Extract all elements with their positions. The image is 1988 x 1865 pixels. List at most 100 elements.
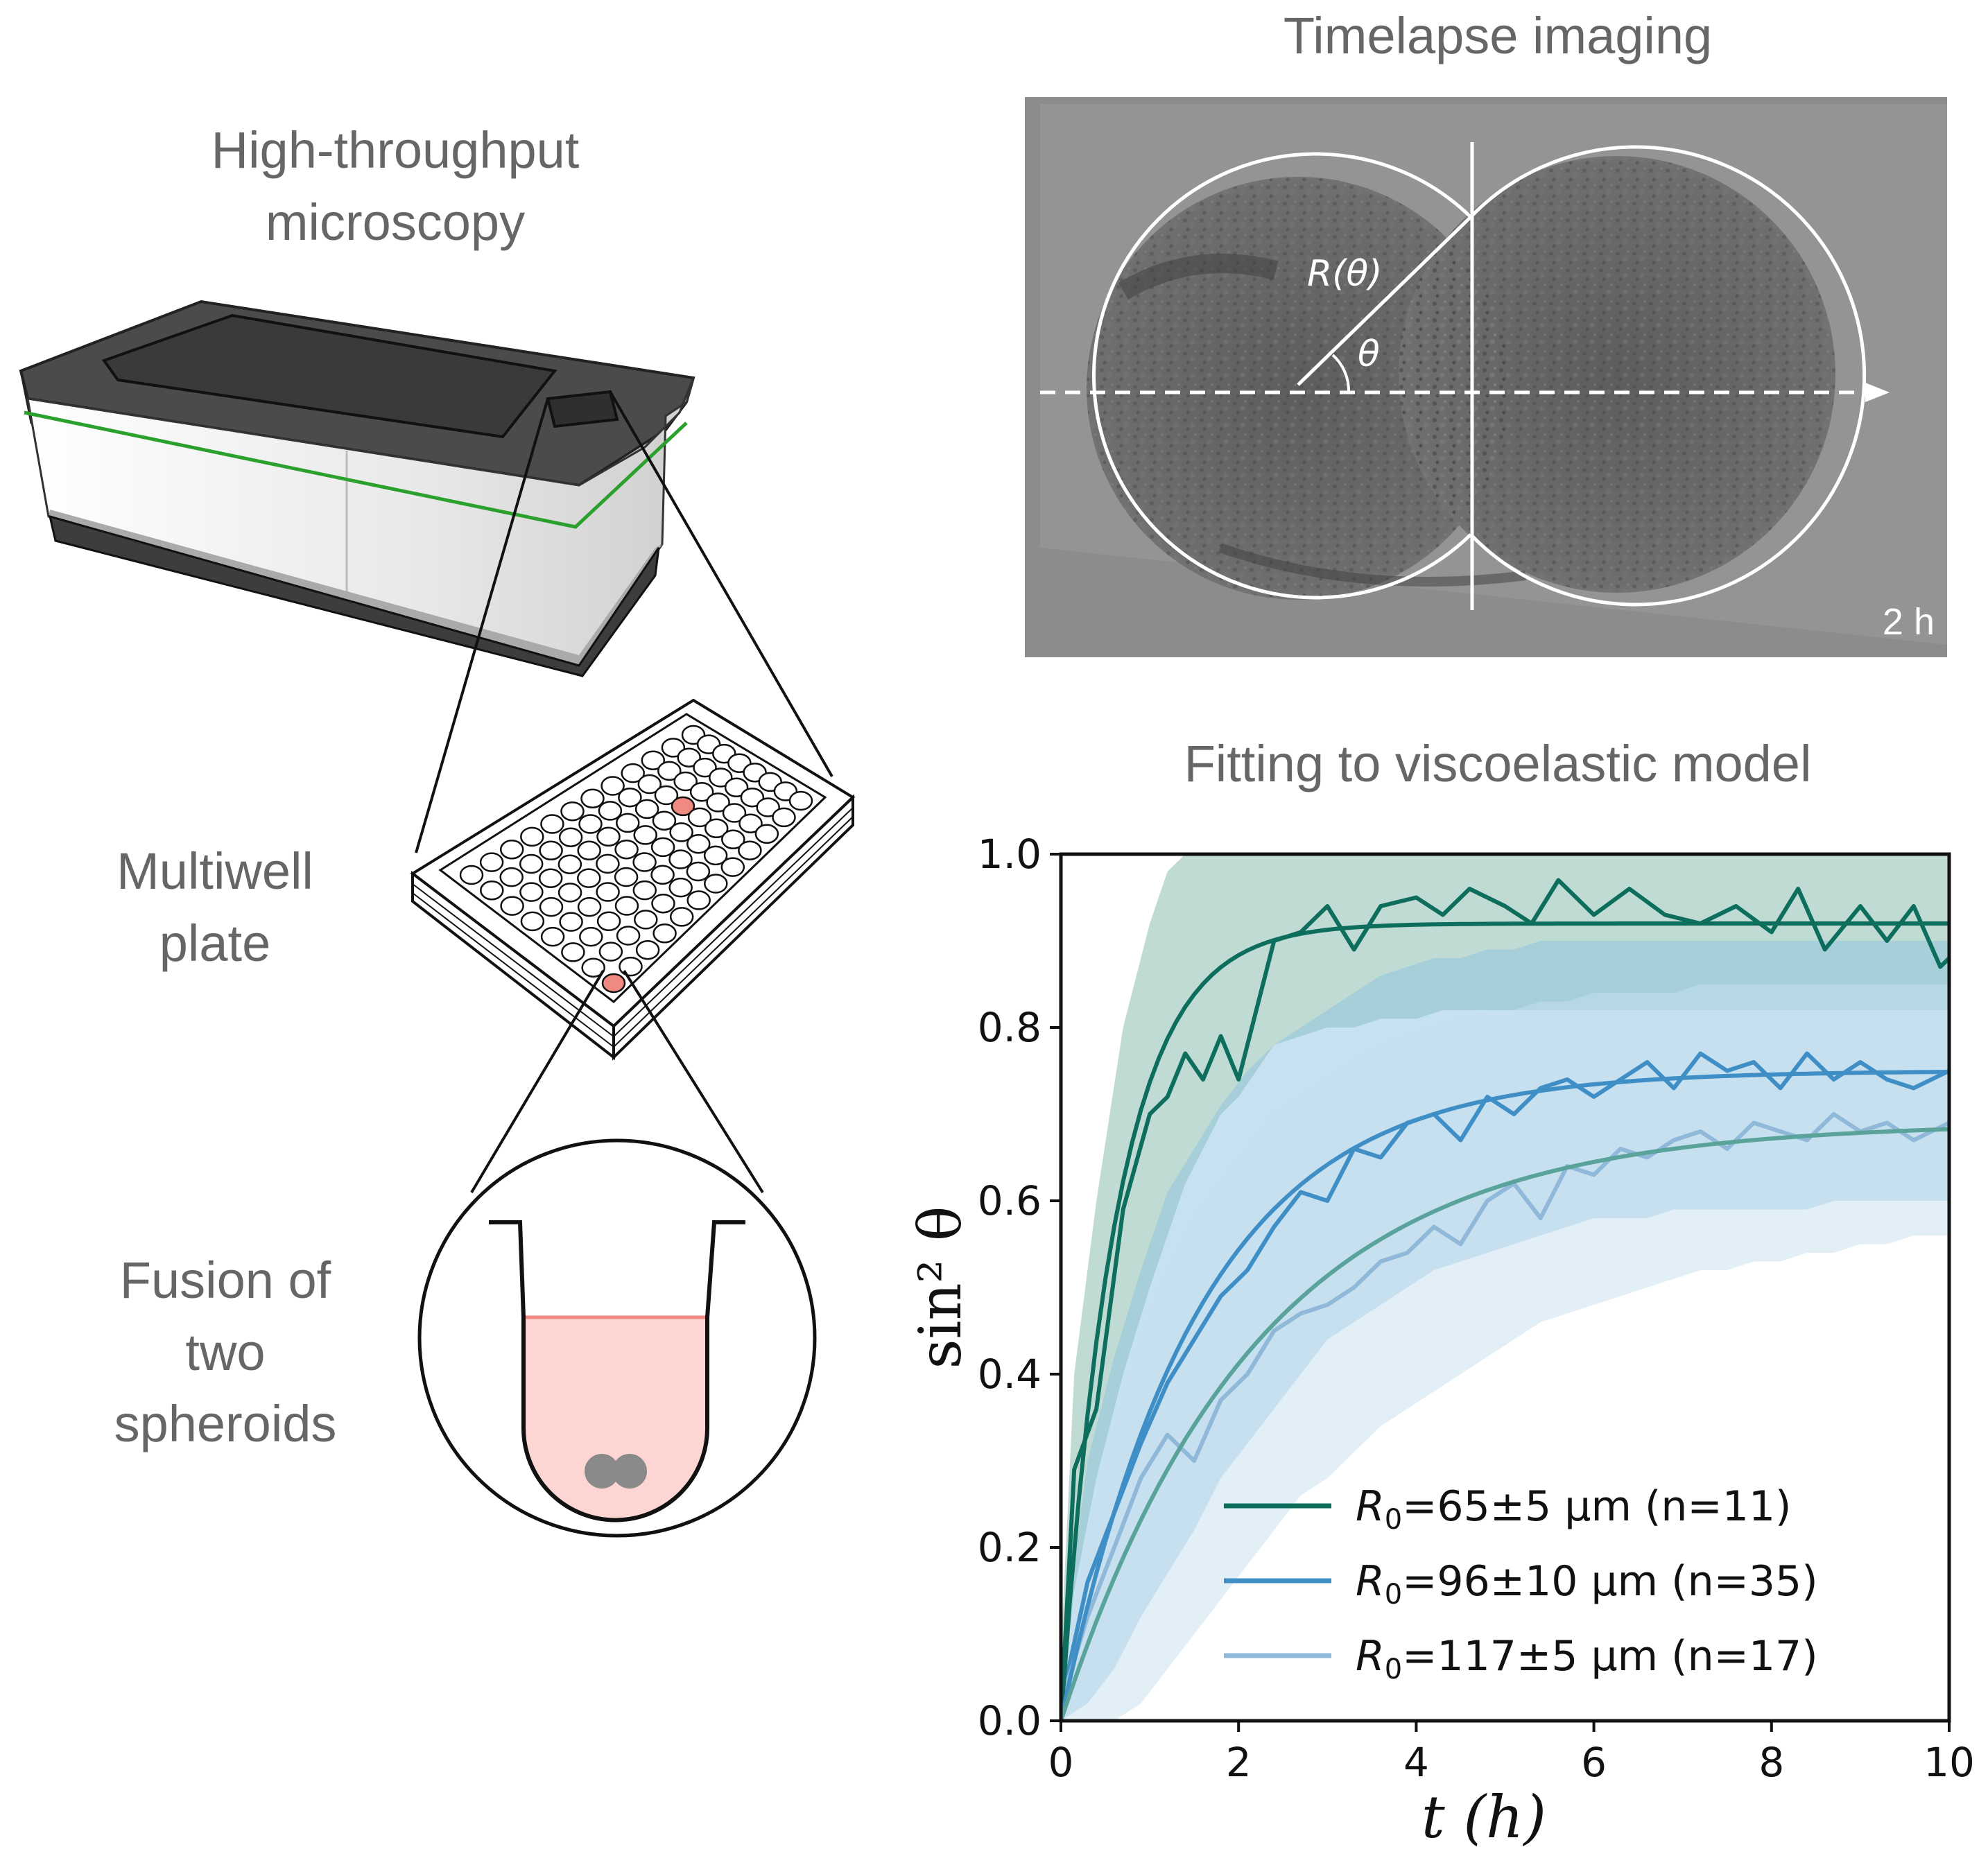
- culture-medium: [524, 1317, 707, 1520]
- timelapse-title: Timelapse imaging: [1283, 7, 1713, 64]
- well: [657, 761, 682, 781]
- well: [686, 833, 711, 854]
- x-tick-label: 8: [1758, 1739, 1784, 1786]
- well: [621, 763, 645, 783]
- fusion-label: Fusion of two spheroids: [76, 1244, 374, 1460]
- well: [632, 852, 657, 872]
- chart-legend: R0=65±5 μm (n=11)R0=96±10 μm (n=35)R0=11…: [1224, 1482, 1818, 1685]
- well: [600, 776, 625, 796]
- well: [598, 942, 623, 962]
- well: [579, 926, 603, 947]
- well: [652, 923, 677, 944]
- fit-curve-2: [1061, 1070, 1949, 1721]
- zoom-lines-plate-to-well: [470, 969, 764, 1194]
- confidence-band-3: [1061, 984, 1949, 1721]
- well: [689, 781, 714, 802]
- well: [637, 774, 662, 795]
- well: [577, 896, 602, 917]
- chart-title: Fitting to viscoelastic model: [1184, 735, 1812, 792]
- y-tick-label: 0.0: [978, 1697, 1041, 1744]
- well: [661, 738, 686, 758]
- well: [652, 810, 677, 831]
- legend-label-3: R0=117±5 μm (n=17): [1356, 1632, 1818, 1685]
- well: [704, 818, 729, 839]
- x-tick-label: 2: [1226, 1739, 1252, 1786]
- timelapse-image: R(θ) θ 2 h: [1025, 97, 1947, 657]
- well: [704, 874, 728, 894]
- well: [596, 826, 621, 847]
- legend-label-1: R0=65±5 μm (n=11): [1356, 1482, 1791, 1536]
- well: [557, 854, 582, 874]
- fit-curves: [1061, 921, 1949, 1721]
- well: [539, 840, 563, 861]
- well: [687, 807, 712, 828]
- well: [581, 957, 605, 978]
- spheroid-right: [612, 1454, 647, 1489]
- well: [721, 829, 745, 850]
- well: [519, 853, 544, 874]
- well: [540, 814, 564, 834]
- time-stamp: 2 h: [1883, 601, 1935, 643]
- well: [596, 882, 620, 902]
- well: [500, 896, 524, 916]
- radius-label: R(θ): [1307, 253, 1383, 295]
- well: [754, 824, 779, 844]
- well: [686, 890, 711, 910]
- well: [635, 939, 660, 960]
- well: [520, 911, 545, 932]
- well: [578, 814, 603, 834]
- well: [651, 893, 675, 914]
- y-tick-label: 0.2: [978, 1524, 1041, 1571]
- well: [559, 912, 583, 932]
- well: [668, 877, 693, 898]
- well: [650, 865, 675, 885]
- well-cross-section: [417, 1138, 817, 1538]
- well: [616, 813, 640, 833]
- microscopy-label-line-2: microscopy: [265, 193, 526, 251]
- well: [614, 896, 639, 916]
- well: [519, 882, 544, 902]
- well: [722, 803, 747, 823]
- well: [641, 750, 666, 770]
- well: [577, 868, 601, 888]
- well: [756, 797, 780, 817]
- well: [538, 868, 563, 888]
- data-line-1: [1061, 878, 1949, 1721]
- well: [577, 840, 601, 861]
- well: [738, 813, 763, 833]
- y-axis-title: sin² θ: [906, 1206, 974, 1369]
- well: [677, 747, 701, 767]
- fit-curve-3: [1061, 1127, 1949, 1721]
- data-line-2: [1061, 1051, 1949, 1704]
- well: [614, 839, 639, 860]
- x-tick-label: 0: [1048, 1739, 1074, 1786]
- highlighted-well: [601, 973, 626, 994]
- well: [480, 881, 504, 901]
- y-tick-label: 0.4: [978, 1351, 1041, 1398]
- confidence-bands: [1061, 854, 1949, 1721]
- well: [616, 926, 641, 946]
- well: [459, 865, 484, 885]
- well: [596, 911, 621, 932]
- well: [740, 787, 765, 808]
- well: [709, 767, 733, 788]
- well: [724, 777, 749, 798]
- well: [499, 840, 524, 860]
- well: [650, 837, 675, 858]
- well: [614, 867, 639, 887]
- fusion-label-line-2: two: [185, 1323, 266, 1381]
- well: [633, 825, 657, 845]
- well: [668, 849, 693, 869]
- fusion-label-line-1: Fusion of: [119, 1251, 331, 1309]
- x-tick-label: 4: [1403, 1739, 1429, 1786]
- well: [598, 801, 623, 821]
- plot-frame: [1059, 852, 1951, 1723]
- well: [632, 880, 657, 901]
- well: [634, 910, 658, 930]
- well: [706, 792, 730, 813]
- well: [618, 787, 642, 808]
- y-tick-label: 0.8: [978, 1004, 1041, 1051]
- well: [720, 857, 745, 877]
